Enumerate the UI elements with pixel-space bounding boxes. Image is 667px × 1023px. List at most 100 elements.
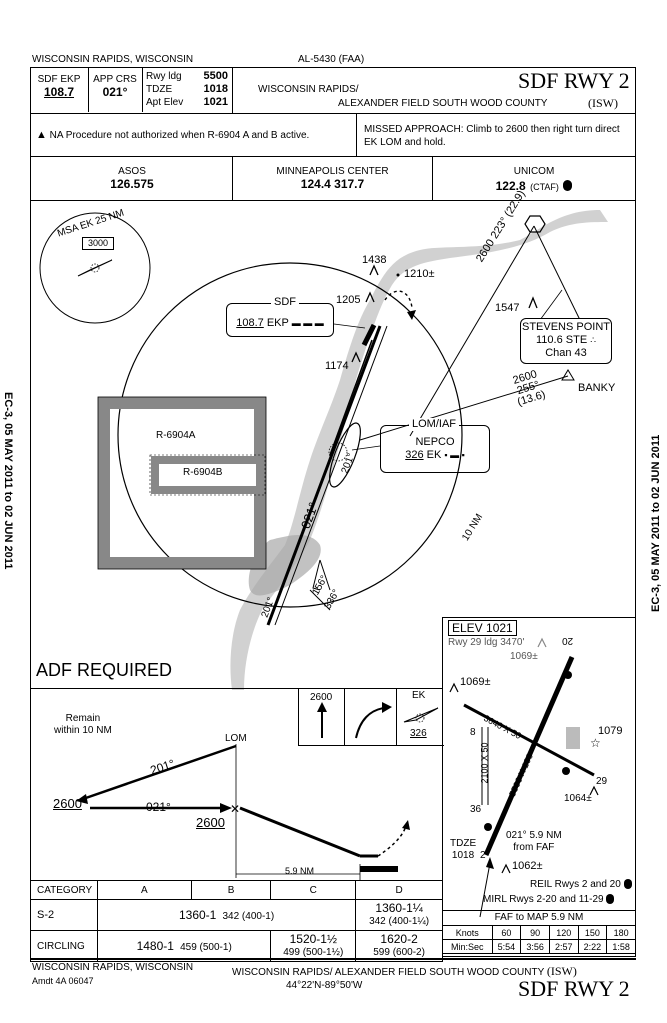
faf-time-180: 1:58: [606, 939, 636, 954]
route-stevens-radial: [533, 225, 581, 321]
apt-tdze-value: 1018: [451, 850, 475, 861]
runway-11-29: [463, 703, 595, 777]
stevens-morse-icon: ∴: [590, 335, 596, 345]
comms-divider-2: [432, 156, 433, 200]
ma-climb-arrowhead: [317, 702, 327, 712]
msa-circle: [39, 212, 151, 324]
stevens-title: STEVENS POINT: [521, 321, 611, 333]
faf-note-2: from FAF: [513, 842, 555, 853]
stevens-callout-line: [539, 289, 563, 321]
apt-obstacle-1069-left: [449, 682, 459, 693]
faf-knots-90: 90: [520, 925, 550, 940]
lom-callout-box: LOM/IAF NEPCO 326 EK ▪ ▬ ▪: [380, 418, 490, 473]
restricted-a-label: R-6904A: [156, 430, 196, 441]
ma-fix-label: EK: [412, 690, 426, 701]
footer-airport-code: (ISW): [546, 964, 577, 978]
ma-divider-2: [396, 688, 397, 745]
pcl-icon: [563, 180, 573, 192]
faf-table: Knots 60 90 120 150 180 Min:Sec 5:54 3:5…: [442, 925, 636, 954]
rwy-ldg-label: Rwy ldg: [146, 71, 182, 82]
app-crs-box: APP CRS 021°: [88, 67, 143, 112]
restricted-area-b-hatch: [149, 454, 266, 496]
ma-turn-arrowhead: [382, 702, 392, 713]
final-approach-arrowhead: [486, 857, 494, 869]
obstacle-1438-icon: [369, 264, 379, 276]
adf-required: ADF REQUIRED: [36, 660, 173, 680]
ma-fix-freq: 326: [410, 728, 427, 739]
ma-climb-alt: 2600: [310, 692, 333, 703]
comms-divider-1: [232, 156, 233, 200]
lights-1: REIL Rwys 2 and 20: [530, 879, 632, 890]
comms-strip: [30, 156, 636, 201]
runway-symbol: [361, 323, 377, 347]
apt-elev-value: 1021: [203, 96, 228, 108]
sdf-morse-icon: ▬ ▬ ▬: [291, 318, 324, 328]
comm-unicom-name: UNICOM: [513, 166, 555, 177]
comm-asos: ASOS 126.575: [32, 166, 232, 191]
rwy-36-label: 36: [470, 804, 482, 815]
stevens-vor-icon: [524, 215, 546, 233]
dim-turf-label: 2100 X 50: [479, 742, 490, 784]
airport-code: (ISW): [588, 96, 618, 110]
apt-obs-1079: 1079: [598, 725, 623, 737]
faf-note-1: 021° 5.9 NM: [506, 830, 562, 841]
faf-note: 021° 5.9 NM from FAF: [506, 830, 562, 854]
profile-frame: [30, 688, 443, 880]
warning-triangle-icon: ▲: [36, 129, 47, 141]
stevens-callout-box: STEVENS POINT 110.6 STE ∴ Chan 43: [520, 318, 612, 364]
procedure-turn-156: [309, 589, 331, 611]
faf-knots-row: Knots 60 90 120 150 180: [442, 925, 636, 940]
comm-unicom: UNICOM 122.8 (CTAF): [433, 166, 635, 195]
obstacle-1205-icon: [365, 291, 375, 303]
plan-view-frame: [30, 200, 636, 688]
missed-approach-icons-frame: [298, 688, 444, 746]
nav-box: SDF EKP 108.7: [30, 67, 89, 112]
approach-course-thin: [274, 325, 388, 626]
apt-obs-1064: 1064±: [564, 793, 592, 804]
rwy-2-label: 2: [480, 850, 486, 861]
faf-knots-120: 120: [548, 925, 579, 940]
nav-frequency: 108.7: [43, 85, 75, 99]
briefing-strip: [30, 67, 636, 114]
banky-fix-label: BANKY: [578, 382, 616, 394]
missed-approach-text: MISSED APPROACH: Climb to 2600 then righ…: [364, 124, 620, 148]
reil-2-icon: [484, 823, 492, 831]
airport-name-line1: WISCONSIN RAPIDS/: [258, 84, 359, 95]
minimums-circling-ab: 1480-1 459 (500-1): [96, 930, 272, 962]
remain-line-2: within 10 NM: [54, 725, 112, 736]
footer-rule: [30, 958, 636, 960]
header-location: WISCONSIN RAPIDS, WISCONSIN: [32, 54, 194, 65]
apt-obstacle-1062: [501, 863, 511, 874]
profile-outbound-arrowhead: [76, 794, 88, 804]
minimums-header-b: B: [190, 880, 272, 900]
banky-fix-icon: [561, 369, 575, 381]
missed-approach-track: [384, 290, 413, 309]
profile-descent: [239, 806, 361, 858]
profile-lom-marker-icon: ✕: [230, 802, 240, 816]
reil-20-icon: [564, 671, 572, 679]
apt-tdze: TDZE 1018: [450, 838, 476, 862]
minimums-header-d: D: [355, 880, 443, 900]
obstacle-1174: 1174: [325, 360, 349, 372]
comm-center-name: MINNEAPOLIS CENTER: [276, 166, 389, 177]
lights-2: MIRL Rwys 2-20 and 11-29: [483, 894, 615, 905]
missed-approach-arrow: [407, 310, 416, 320]
airport-diagram-frame: [442, 617, 636, 957]
restricted-area-b: [151, 456, 264, 494]
reil-pcl-icon: [623, 879, 632, 890]
footer-amdt: Amdt 4A 06047: [32, 976, 94, 986]
footer-coords: 44°22'N-89°50'W: [286, 980, 363, 991]
stevens-chan: Chan 43: [545, 347, 587, 359]
profile-outbound-201: [79, 744, 237, 802]
minimums-table: CATEGORY A B C D S-2 1360-1 342 (400-1) …: [30, 880, 443, 962]
apt-obs-1069-left: 1069±: [460, 676, 491, 688]
notes-strip: [30, 113, 636, 157]
minimums-header-c: C: [270, 880, 357, 900]
comm-unicom-suffix: (CTAF): [530, 182, 559, 192]
holding-pattern: [329, 422, 361, 488]
faf-time-120: 2:57: [548, 939, 579, 954]
